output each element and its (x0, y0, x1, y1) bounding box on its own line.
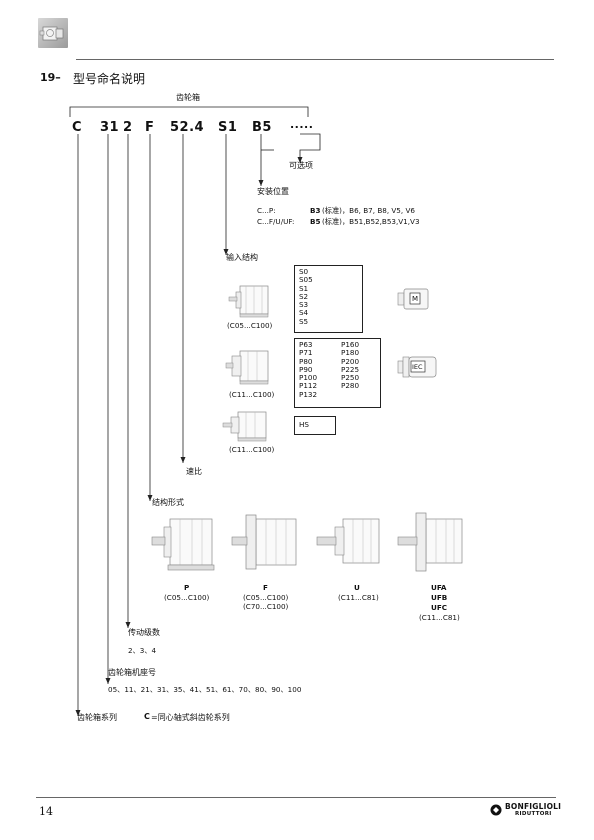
code-version: F (145, 120, 155, 135)
brand-logo-icon (490, 804, 502, 816)
version-label: 结构形式 (152, 498, 184, 507)
code-stages: 2 (123, 120, 133, 135)
mounting-row2-options: (标准)，B51,B52,B53,V1,V3 (322, 217, 420, 226)
gearbox-s-drawing-icon (226, 284, 274, 320)
frame-values: 05、11、21、31、35、41、51、61、70、80、90、100 (108, 685, 302, 694)
code-series: C (72, 120, 83, 135)
input-p-options-col2: P160 P180 P200 P225 P250 P280 (341, 340, 360, 391)
version-ufa-name: UFA (431, 583, 447, 592)
code-input: S1 (218, 120, 238, 135)
input-s-range: (C05...C100) (227, 321, 273, 330)
code-ratio: 52.4 (170, 120, 205, 135)
input-hs-box (294, 416, 336, 435)
page-number: 14 (39, 805, 53, 818)
header-logo-icon (38, 18, 68, 48)
mounting-row1-options: (标准)，B6, B7, B8, V5, V6 (322, 206, 415, 215)
code-frame-size: 31 (100, 120, 120, 135)
mounting-row2-standard: B5 (310, 217, 321, 226)
section-number: 19– (40, 71, 61, 84)
version-p-range: (C05...C100) (164, 593, 210, 602)
motor-m-icon: M (396, 287, 430, 311)
input-s-options: S0 S05 S1 S2 S3 S4 S5 (299, 267, 313, 326)
motor-m-label: M (412, 295, 419, 303)
footer-rule (36, 797, 556, 798)
version-uf-range: (C11...C81) (419, 613, 460, 622)
mounting-row2-prefix: C...F/U/UF: (257, 217, 295, 226)
version-ufb-name: UFB (431, 593, 448, 602)
brand-name: BONFIGLIOLI (505, 802, 562, 811)
version-ufc-name: UFC (431, 603, 448, 612)
input-p-range: (C11...C100) (229, 390, 275, 399)
code-options: ..... (290, 118, 314, 131)
version-p-drawing-icon (150, 515, 216, 575)
motor-iec-icon: IEC (396, 354, 438, 380)
version-u-drawing-icon (315, 515, 385, 573)
version-p-name: P (184, 583, 190, 592)
stages-values: 2、3、4 (128, 646, 157, 655)
version-u-name: U (354, 583, 360, 592)
brand-subtitle: RIDUTTORI (515, 811, 552, 817)
version-f-range1: (C05...C100) (243, 593, 289, 602)
version-uf-drawing-icon (396, 511, 468, 575)
gearbox-hs-drawing-icon (222, 410, 274, 444)
input-hs-label: HS (299, 420, 309, 429)
version-f-name: F (263, 583, 268, 592)
mounting-label: 安装位置 (257, 187, 289, 196)
code-mounting: B5 (252, 120, 272, 135)
series-value-text: =同心轴式斜齿轮系列 (151, 713, 230, 722)
mounting-row1-prefix: C...P: (257, 206, 276, 215)
gearbox-p-drawing-icon (224, 348, 274, 388)
frame-label: 齿轮箱机座号 (108, 668, 156, 677)
mounting-row1-standard: B3 (310, 206, 321, 215)
input-s-options-box (294, 265, 363, 333)
ratio-label: 速比 (186, 467, 202, 476)
header-rule (76, 59, 554, 60)
version-f-range2: (C70...C100) (243, 602, 289, 611)
input-label: 输入结构 (226, 253, 258, 262)
stages-label: 传动级数 (128, 628, 160, 637)
version-u-range: (C11...C81) (338, 593, 379, 602)
version-f-drawing-icon (230, 513, 300, 575)
section-title: 型号命名说明 (73, 72, 146, 86)
input-p-options-box (294, 338, 381, 408)
gearbox-label: 齿轮箱 (176, 93, 200, 102)
input-p-options-col1: P63 P71 P80 P90 P100 P112 P132 (299, 340, 318, 399)
series-label: 齿轮箱系列 (77, 713, 117, 722)
options-label: 可选项 (289, 161, 313, 170)
input-hs-range: (C11...C100) (229, 445, 275, 454)
motor-iec-label: IEC (412, 363, 423, 371)
series-value-code: C (144, 712, 150, 721)
